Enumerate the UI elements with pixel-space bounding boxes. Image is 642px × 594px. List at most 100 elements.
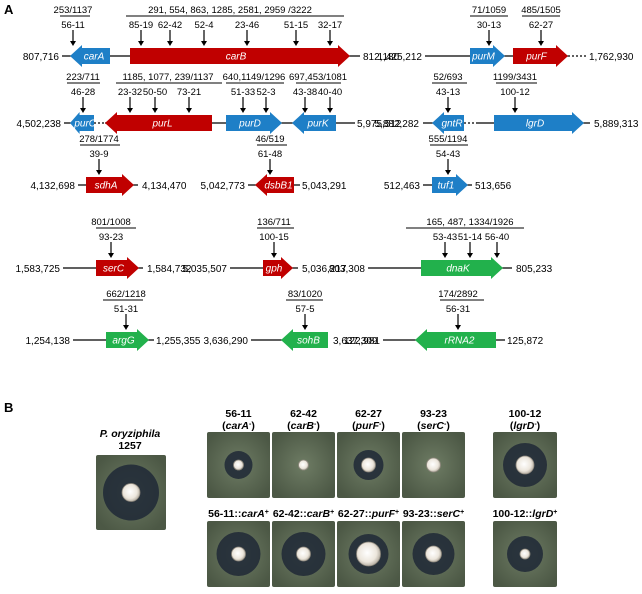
group-count-label: 801/1008 xyxy=(91,217,131,228)
gene-label-purC: purC xyxy=(73,119,96,130)
gene-label-lgrD: lgrD xyxy=(526,119,544,130)
gene-arrow-purK xyxy=(292,112,336,134)
gene-arrow-purC xyxy=(70,112,94,134)
insertion-arrowhead xyxy=(167,41,173,46)
gene-arrow-gntR xyxy=(432,112,464,134)
right-coordinate: 805,233 xyxy=(516,264,553,275)
insertion-label: 46-28 xyxy=(71,87,95,98)
complemented-label: 56-11::carA+ xyxy=(208,508,269,520)
left-coordinate: 512,463 xyxy=(384,181,421,192)
gene-arrow-lgrD xyxy=(494,112,584,134)
mutant-label: 100-12(lgrD-) xyxy=(509,408,542,432)
insertion-arrowhead xyxy=(201,41,207,46)
group-count-label: 46/519 xyxy=(255,134,284,145)
insertion-label: 52-3 xyxy=(256,87,275,98)
right-coordinate: 3,637,309 xyxy=(333,336,378,347)
insertion-arrowhead xyxy=(442,253,448,258)
gene-label-argG: argG xyxy=(112,336,134,347)
gene-arrow-serC xyxy=(96,257,139,279)
gene-arrow-purM xyxy=(470,45,505,67)
colony xyxy=(425,545,442,563)
insertion-arrowhead xyxy=(512,108,518,113)
right-coordinate: 4,134,470 xyxy=(142,181,187,192)
colony xyxy=(298,459,309,471)
plate-assay-panel: P. oryziphila125756-11(carA-)62-42(carB-… xyxy=(96,408,557,587)
insertion-label: 100-12 xyxy=(500,87,530,98)
group-count-label: 640,1149/1296 xyxy=(223,72,286,83)
colony xyxy=(519,548,531,560)
left-coordinate: 122,981 xyxy=(344,336,381,347)
insertion-label: 56-31 xyxy=(446,304,470,315)
insertion-label: 62-42 xyxy=(158,20,182,31)
gene-arrow-tuf1 xyxy=(432,174,468,196)
insertion-label: 23-46 xyxy=(235,20,259,31)
gene-arrow-purL xyxy=(105,112,212,134)
insertion-label: 39-9 xyxy=(89,149,108,160)
wild-type-strain: 1257 xyxy=(118,440,142,452)
group-count-label: 223/711 xyxy=(66,72,100,83)
insertion-label: 53-43 xyxy=(433,232,457,243)
left-coordinate: 807,716 xyxy=(23,52,60,63)
complemented-label: 62-27::purF+ xyxy=(338,508,399,520)
insertion-arrowhead xyxy=(538,41,544,46)
insertion-arrowhead xyxy=(467,253,473,258)
gene-label-purF: purF xyxy=(525,52,547,63)
group-count-label: 136/711 xyxy=(257,217,291,228)
insertion-arrowhead xyxy=(327,41,333,46)
insertion-label: 54-43 xyxy=(436,149,460,160)
colony xyxy=(296,546,311,562)
insertion-arrowhead xyxy=(96,170,102,175)
insertion-arrowhead xyxy=(244,41,250,46)
gene-arrow-argG xyxy=(106,329,149,351)
left-coordinate: 803,308 xyxy=(329,264,366,275)
gene-label-gph: gph xyxy=(266,264,283,275)
insertion-arrowhead xyxy=(445,170,451,175)
gene-arrow-dsbB1 xyxy=(255,174,294,196)
gene-arrow-dnaK xyxy=(421,257,503,279)
gene-arrow-purF xyxy=(513,45,568,67)
mutant-label: 62-42(carB-) xyxy=(287,408,320,432)
group-count-label: 253/1137 xyxy=(54,5,93,16)
right-coordinate: 1,762,930 xyxy=(589,52,634,63)
colony xyxy=(356,541,381,567)
gene-label-rRNA2: rRNA2 xyxy=(444,336,474,347)
mutant-plate xyxy=(272,432,335,498)
group-count-label: 52/693 xyxy=(433,72,462,83)
colony xyxy=(361,457,376,473)
right-coordinate: 5,975,512 xyxy=(357,119,402,130)
insertion-label: 93-23 xyxy=(99,232,123,243)
left-coordinate: 5,882,282 xyxy=(375,119,420,130)
gene-label-purD: purD xyxy=(238,119,261,130)
group-count-label: 278/1774 xyxy=(79,134,119,145)
left-coordinate: 4,502,238 xyxy=(17,119,62,130)
left-coordinate: 4,132,698 xyxy=(31,181,76,192)
insertion-label: 52-4 xyxy=(194,20,213,31)
insertion-label: 56-11 xyxy=(61,20,85,31)
group-count-label: 83/1020 xyxy=(288,289,322,300)
insertion-label: 51-33 xyxy=(231,87,255,98)
insertion-label: 43-13 xyxy=(436,87,460,98)
right-coordinate: 1,584,732 xyxy=(147,264,192,275)
insertion-label: 57-5 xyxy=(295,304,314,315)
gene-label-tuf1: tuf1 xyxy=(438,181,455,192)
gene-arrow-rRNA2 xyxy=(415,329,496,351)
gene-label-purL: purL xyxy=(151,119,172,130)
insertion-label: 43-38 xyxy=(293,87,317,98)
insertion-arrowhead xyxy=(138,41,144,46)
insertion-arrowhead xyxy=(108,253,114,258)
gene-arrow-purD xyxy=(226,112,282,134)
insertion-arrowhead xyxy=(455,325,461,330)
insertion-arrowhead xyxy=(271,253,277,258)
complemented-plate xyxy=(493,521,557,587)
insertion-label: 51-31 xyxy=(114,304,138,315)
insertion-arrowhead xyxy=(240,108,246,113)
insertion-label: 51-14 xyxy=(458,232,482,243)
